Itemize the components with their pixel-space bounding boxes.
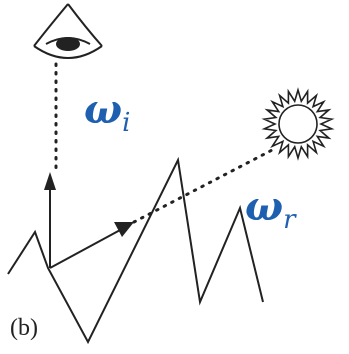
reflect-arrow-shaft — [50, 229, 122, 268]
sun-icon — [264, 90, 331, 158]
eye-icon — [34, 4, 102, 58]
omega-r-label: ωr — [245, 187, 296, 233]
sun-rays — [264, 90, 331, 158]
panel-label: (b) — [10, 316, 38, 340]
normal-arrow-head — [44, 172, 56, 190]
reflect-arrow-head — [114, 222, 134, 237]
sun-disc — [279, 105, 317, 143]
omega-i-label: ωi — [84, 90, 130, 136]
